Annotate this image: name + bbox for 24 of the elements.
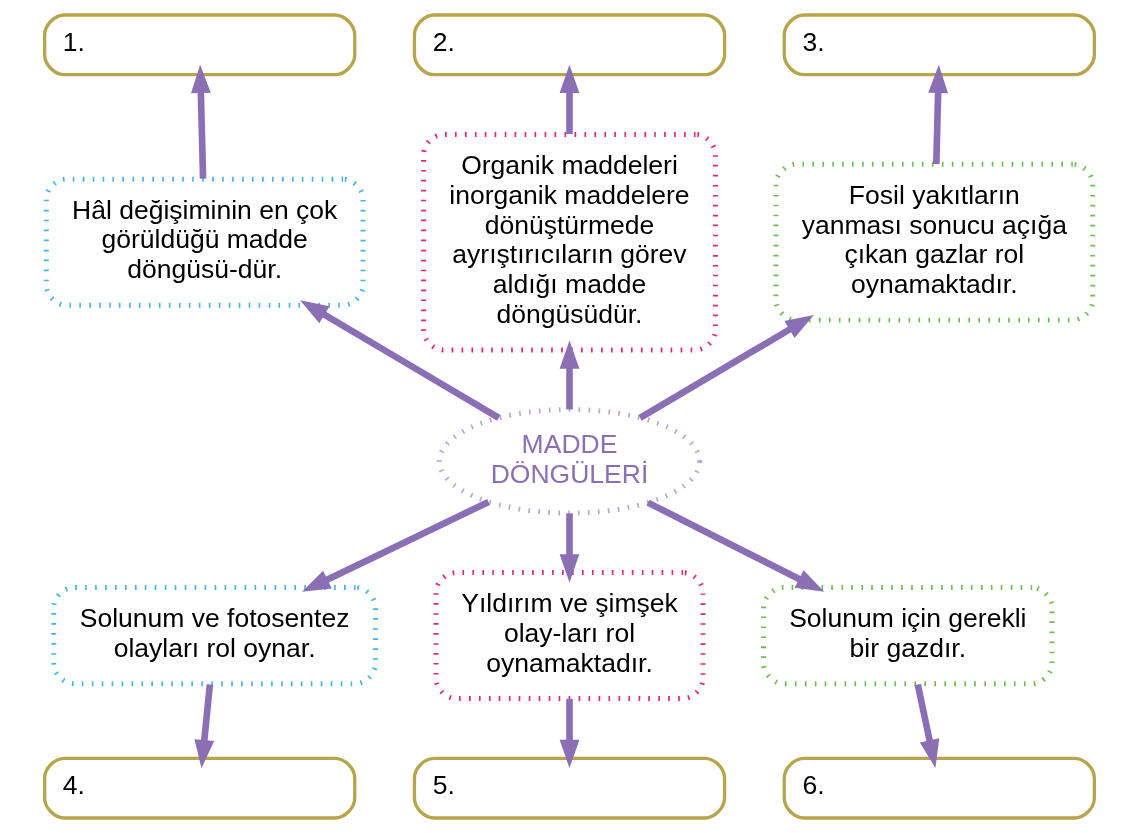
arrow <box>300 300 501 421</box>
arrow <box>914 683 940 769</box>
arrow <box>638 315 814 421</box>
arrow <box>559 513 580 583</box>
node-box: Fosil yakıtların yanması sonucu açığa çıkan gazlar rol oynamaktadır. <box>773 161 1096 323</box>
arrow <box>191 64 211 179</box>
arrow <box>928 64 948 165</box>
node-box: Hâl değişiminin en çok görüldüğü madde döngüsü-dür. <box>43 176 366 308</box>
node-box: 2. <box>412 13 727 77</box>
node-box: Yıldırım ve şimşek olay-ları rol oynamaktadır. <box>433 570 706 702</box>
arrow <box>559 340 580 410</box>
arrow <box>559 698 580 769</box>
arrow <box>646 499 825 592</box>
node-box: 5. <box>412 756 727 820</box>
node-box: Organik maddeleri inorganik maddelere dönüştürmede ayrıştırıcıların görev aldığı madde döngüsüdür. <box>421 131 718 353</box>
node-box: Solunum ve fotosentez olayları rol oynar. <box>51 585 378 687</box>
arrow <box>301 498 490 592</box>
node-box: 1. <box>42 13 357 77</box>
node-box: 4. <box>42 756 357 820</box>
node-box: 3. <box>782 13 1097 77</box>
node-box: 6. <box>782 756 1097 820</box>
node-ellipse: MADDE DÖNGÜLERİ <box>436 407 703 516</box>
arrow <box>194 684 215 769</box>
node-box: Solunum için gerekli bir gazdır. <box>761 585 1055 687</box>
